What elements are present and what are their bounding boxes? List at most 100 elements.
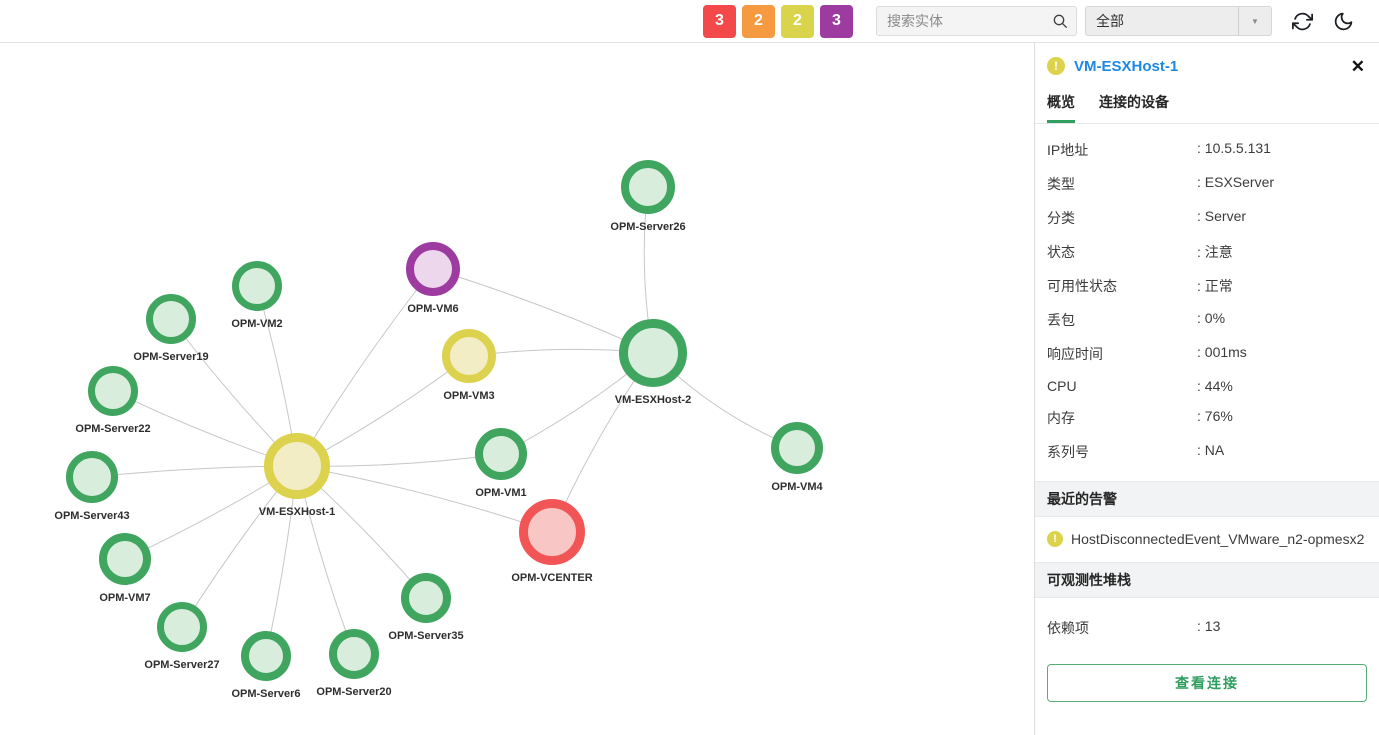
property-label: 状态 bbox=[1047, 244, 1075, 260]
node-label: OPM-Server19 bbox=[133, 351, 208, 363]
property-value: : 正常 bbox=[1197, 278, 1233, 294]
topology-node-OPM-Server19[interactable]: OPM-Server19 bbox=[133, 294, 209, 364]
property-label: 可用性状态 bbox=[1047, 278, 1117, 294]
scope-filter-dropdown[interactable]: 全部 ▼ bbox=[1085, 6, 1272, 36]
node-circle[interactable] bbox=[401, 573, 451, 623]
topology-node-OPM-VM3[interactable]: OPM-VM3 bbox=[442, 329, 496, 402]
topology-node-VM-ESXHost-1[interactable]: VM-ESXHost-1 bbox=[259, 433, 335, 519]
topology-node-OPM-Server35[interactable]: OPM-Server35 bbox=[388, 573, 464, 642]
view-connections-button[interactable]: 查看连接 bbox=[1047, 664, 1367, 703]
property-row: 丢包: 0% bbox=[1035, 303, 1379, 337]
search-input[interactable] bbox=[887, 13, 1052, 29]
topology-node-OPM-Server22[interactable]: OPM-Server22 bbox=[75, 366, 151, 436]
node-circle[interactable] bbox=[619, 319, 687, 387]
tab-连接的设备[interactable]: 连接的设备 bbox=[1099, 94, 1169, 110]
property-value: : 13 bbox=[1197, 618, 1221, 635]
property-value: : 76% bbox=[1197, 408, 1233, 424]
property-row: 内存 : 76% bbox=[1035, 401, 1379, 435]
property-row: CPU : 44% bbox=[1035, 371, 1379, 401]
node-circle[interactable] bbox=[475, 428, 527, 480]
property-label: CPU bbox=[1047, 378, 1077, 394]
topology-node-OPM-Server27[interactable]: OPM-Server27 bbox=[144, 602, 220, 672]
topology-node-OPM-VM6[interactable]: OPM-VM6 bbox=[406, 242, 460, 315]
node-label: OPM-VCENTER bbox=[511, 572, 592, 584]
property-label: 系列号 bbox=[1047, 444, 1089, 460]
node-label: VM-ESXHost-2 bbox=[615, 394, 691, 406]
theme-toggle-button[interactable] bbox=[1331, 9, 1356, 34]
property-row: 可用性状态 : 正常 bbox=[1035, 269, 1379, 303]
tab-概览[interactable]: 概览 bbox=[1047, 85, 1075, 123]
node-circle[interactable] bbox=[157, 602, 207, 652]
entity-title-link[interactable]: VM-ESXHost-1 bbox=[1074, 57, 1179, 75]
severity-badge-service-down[interactable]: 2 bbox=[742, 4, 775, 38]
entity-search-box[interactable] bbox=[876, 6, 1077, 36]
topology-node-OPM-Server26[interactable]: OPM-Server26 bbox=[610, 160, 686, 233]
property-label: 类型 bbox=[1047, 176, 1075, 192]
topology-node-OPM-VM4[interactable]: OPM-VM4 bbox=[771, 422, 824, 493]
severity-badge-attention[interactable]: 2 bbox=[781, 4, 814, 38]
node-label: OPM-VM3 bbox=[443, 390, 494, 402]
property-row: 系列号 : NA bbox=[1035, 435, 1379, 469]
node-circle[interactable] bbox=[406, 242, 460, 296]
details-panel: ! VM-ESXHost-1 ✕ 概览 连接的设备 IP地址 : 10.5.5.13… bbox=[1034, 43, 1379, 735]
search-icon[interactable] bbox=[1052, 13, 1068, 29]
node-circle[interactable] bbox=[66, 451, 118, 503]
topology-node-VM-ESXHost-2[interactable]: VM-ESXHost-2 bbox=[615, 319, 691, 407]
recent-alerts-header: 最近的告警 bbox=[1035, 481, 1379, 517]
node-circle[interactable] bbox=[621, 160, 675, 214]
node-circle[interactable] bbox=[99, 533, 151, 585]
node-circle[interactable] bbox=[329, 629, 379, 679]
property-row: 响应时间: 001ms bbox=[1035, 337, 1379, 371]
property-row: IP地址 : 10.5.5.131 bbox=[1035, 133, 1379, 167]
node-circle[interactable] bbox=[442, 329, 496, 383]
topology-node-OPM-VM7[interactable]: OPM-VM7 bbox=[99, 533, 151, 604]
node-label: OPM-Server20 bbox=[316, 686, 391, 698]
property-row: 状态: 注意 bbox=[1035, 235, 1379, 269]
alert-text: HostDisconnectedEvent_VMware_n2-opmesx2 bbox=[1071, 531, 1365, 547]
refresh-button[interactable] bbox=[1290, 9, 1315, 34]
node-label: OPM-VM1 bbox=[475, 487, 526, 499]
property-value: : NA bbox=[1197, 442, 1225, 458]
node-circle[interactable] bbox=[241, 631, 291, 681]
property-value: : Server bbox=[1197, 208, 1247, 224]
topology-node-OPM-VCENTER[interactable]: OPM-VCENTER bbox=[511, 499, 593, 585]
property-label: 内存 bbox=[1047, 410, 1075, 426]
property-value: : 44% bbox=[1197, 378, 1233, 394]
node-label: OPM-Server43 bbox=[54, 510, 129, 522]
property-value: : 0% bbox=[1197, 310, 1226, 326]
alerts-list: ! HostDisconnectedEvent_VMware_n2-opmesx2 bbox=[1035, 517, 1379, 562]
node-label: OPM-Server26 bbox=[610, 221, 685, 233]
topology-node-OPM-VM2[interactable]: OPM-VM2 bbox=[231, 261, 283, 331]
property-label: 依赖项 bbox=[1047, 620, 1089, 637]
property-row: 类型 : ESXServer bbox=[1035, 167, 1379, 201]
node-circle[interactable] bbox=[264, 433, 330, 499]
severity-badge-critical[interactable]: 3 bbox=[820, 4, 853, 38]
node-circle[interactable] bbox=[88, 366, 138, 416]
warning-icon: ! bbox=[1047, 531, 1063, 547]
node-circle[interactable] bbox=[519, 499, 585, 565]
close-icon[interactable]: ✕ bbox=[1350, 56, 1365, 76]
node-label: OPM-VM7 bbox=[99, 592, 150, 604]
node-circle[interactable] bbox=[771, 422, 823, 474]
alert-item[interactable]: ! HostDisconnectedEvent_VMware_n2-opmesx2 bbox=[1035, 517, 1379, 562]
node-label: OPM-Server35 bbox=[388, 630, 463, 642]
property-label: IP地址 bbox=[1047, 142, 1089, 158]
warning-icon: ! bbox=[1047, 57, 1065, 75]
property-value: : ESXServer bbox=[1197, 174, 1275, 190]
node-label: OPM-VM4 bbox=[771, 481, 823, 493]
scope-filter-value: 全部 bbox=[1096, 13, 1124, 29]
topology-node-OPM-VM1[interactable]: OPM-VM1 bbox=[475, 428, 527, 499]
moon-icon bbox=[1333, 11, 1354, 32]
topology-node-OPM-Server20[interactable]: OPM-Server20 bbox=[316, 629, 392, 698]
topology-node-OPM-Server43[interactable]: OPM-Server43 bbox=[54, 451, 130, 523]
topology-node-OPM-Server6[interactable]: OPM-Server6 bbox=[231, 631, 301, 700]
node-circle[interactable] bbox=[232, 261, 282, 311]
property-value: : 10.5.5.131 bbox=[1197, 140, 1271, 156]
chevron-down-icon[interactable]: ▼ bbox=[1238, 7, 1271, 35]
severity-badge-trouble[interactable]: 3 bbox=[703, 4, 736, 38]
node-circle[interactable] bbox=[146, 294, 196, 344]
